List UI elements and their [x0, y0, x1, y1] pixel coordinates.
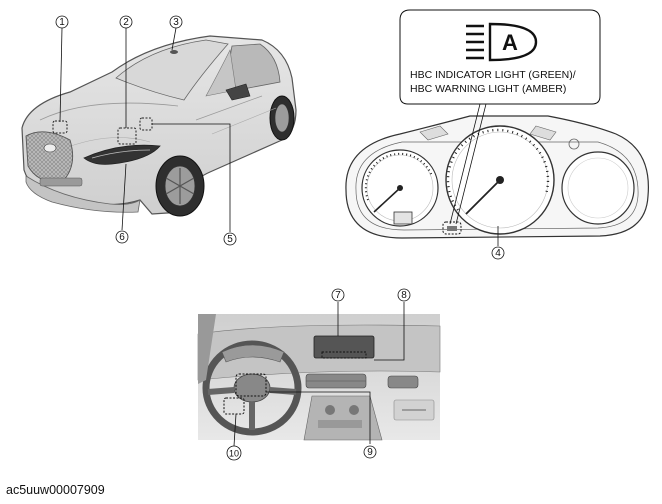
- dashboard-illustration: [197, 314, 441, 441]
- marker-4: 4: [491, 246, 505, 260]
- callout-line-1: HBC INDICATOR LIGHT (GREEN)/: [410, 69, 576, 81]
- car-leader-lines: [59, 27, 231, 232]
- marker-9-label: 9: [367, 447, 373, 458]
- marker-8-label: 8: [401, 290, 407, 301]
- marker-5-label: 5: [227, 234, 233, 245]
- dashboard-leader-lines: [233, 302, 405, 447]
- callout-pointer: [449, 103, 499, 246]
- marker-2-label: 2: [123, 17, 129, 28]
- hbc-callout: A HBC INDICATOR LIGHT (GREEN)/ HBC WARNI…: [399, 9, 601, 105]
- marker-10: 10: [226, 445, 242, 461]
- car-illustration: [21, 35, 297, 217]
- marker-9: 9: [363, 445, 377, 459]
- hbc-indicator-icon: A: [466, 22, 538, 62]
- marker-7-label: 7: [335, 290, 341, 301]
- marker-5: 5: [223, 232, 237, 246]
- marker-6: 6: [115, 230, 129, 244]
- marker-3-label: 3: [173, 17, 179, 28]
- marker-2: 2: [119, 15, 133, 29]
- marker-1-label: 1: [59, 17, 65, 28]
- marker-6-label: 6: [119, 232, 125, 243]
- marker-8: 8: [397, 288, 411, 302]
- hbc-icon-letter: A: [502, 30, 518, 55]
- marker-4-label: 4: [495, 248, 501, 259]
- marker-10-label: 10: [229, 449, 239, 459]
- marker-3: 3: [169, 15, 183, 29]
- instrument-cluster: [345, 115, 649, 239]
- marker-1: 1: [55, 15, 69, 29]
- callout-line-2: HBC WARNING LIGHT (AMBER): [410, 83, 566, 95]
- image-code: ac5uuw00007909: [6, 483, 105, 497]
- marker-7: 7: [331, 288, 345, 302]
